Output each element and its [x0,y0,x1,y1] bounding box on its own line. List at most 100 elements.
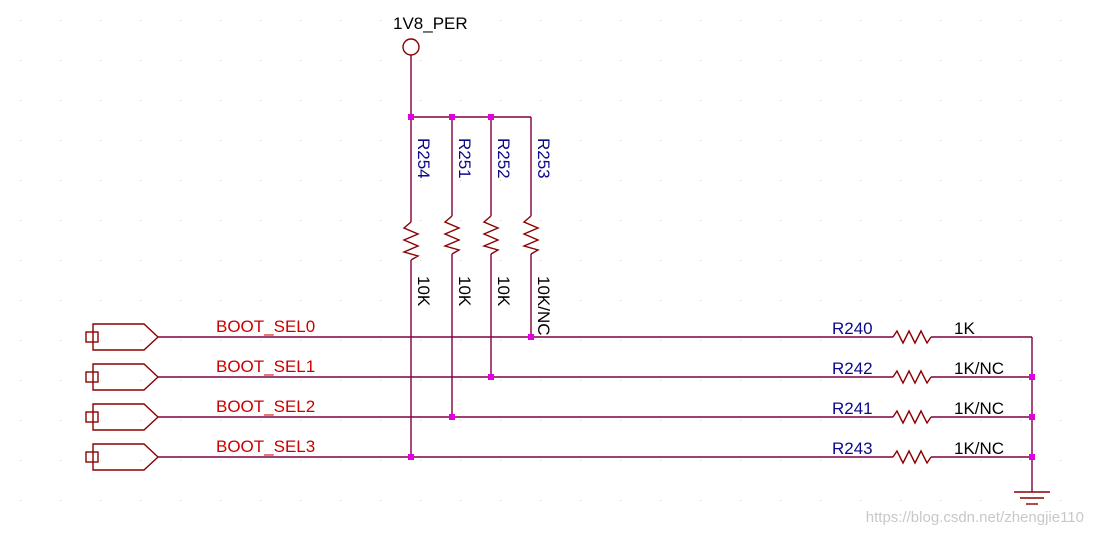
grid-dot [900,20,901,21]
grid-dot [340,340,341,341]
grid-dot [180,420,181,421]
r243-ref: R243 [832,439,873,458]
grid-dot [380,420,381,421]
pullup-resistor-r253[interactable]: R253 10K/NC [521,117,553,337]
grid-dot [300,100,301,101]
grid-dot [220,180,221,181]
grid-dot [180,20,181,21]
grid-dot [180,340,181,341]
grid-dot [940,100,941,101]
grid-dot [540,60,541,61]
grid-dot [940,300,941,301]
grid-dot [700,300,701,301]
grid-dot [380,100,381,101]
grid-dot [900,180,901,181]
offpage-connector-sel1 [92,363,160,391]
grid-dot [340,180,341,181]
grid-dot [340,420,341,421]
grid-dot [900,300,901,301]
grid-dot [620,500,621,501]
pullup-resistor-r254[interactable]: R254 10K [401,117,433,457]
junction-dot [1029,374,1035,380]
grid-dot [460,500,461,501]
grid-dot [620,420,621,421]
boot-sel2-net[interactable]: BOOT_SEL2 R241 1K/NC [85,397,1032,431]
grid-dot [380,460,381,461]
grid-dot [860,60,861,61]
grid-dot [380,500,381,501]
grid-dot [580,180,581,181]
boot-sel0-net[interactable]: BOOT_SEL0 R240 1K [85,317,1032,351]
grid-dot [260,300,261,301]
grid-dot [1020,500,1021,501]
junction-dot [408,454,414,460]
grid-dot [780,100,781,101]
grid-dot [980,340,981,341]
grid-dot [900,140,901,141]
grid-dot [420,460,421,461]
watermark: https://blog.csdn.net/zhengjie110 [866,509,1084,526]
grid-dot [620,460,621,461]
pullup-resistor-r252[interactable]: R252 10K [481,117,513,377]
grid-dot [260,140,261,141]
grid-dot [860,140,861,141]
boot-sel3-net[interactable]: BOOT_SEL3 R243 1K/NC [85,437,1032,471]
grid-dot [180,180,181,181]
r254-value: 10K [414,276,433,307]
grid-dot [660,260,661,261]
grid-dot [380,380,381,381]
grid-dot [700,500,701,501]
power-symbol-1v8-per[interactable]: 1V8_PER [393,14,468,56]
connector-pin-sel1 [85,371,99,383]
grid-dot [780,20,781,21]
grid-dot [460,380,461,381]
grid-dot [860,100,861,101]
grid-dot [860,500,861,501]
grid-dot [220,380,221,381]
grid-dot [540,220,541,221]
grid-dot [500,60,501,61]
boot-sel1-net[interactable]: BOOT_SEL1 R242 1K/NC [85,357,1032,391]
grid-dot [380,140,381,141]
grid-dot [220,100,221,101]
ground-symbol[interactable] [1014,337,1050,505]
grid-dot [780,180,781,181]
grid-dot [940,20,941,21]
grid-dot [380,300,381,301]
grid-dot [300,220,301,221]
grid-dot [140,20,141,21]
grid-dot [260,60,261,61]
grid-dot [1060,260,1061,261]
grid-dot [580,340,581,341]
grid-dot [700,460,701,461]
grid-dot [180,260,181,261]
grid-dot [620,100,621,101]
grid-dot [380,20,381,21]
grid-dot [420,380,421,381]
grid-dot [660,60,661,61]
grid-dot [580,420,581,421]
grid-dot [1020,420,1021,421]
power-net-label: 1V8_PER [393,14,468,33]
grid-dot [700,180,701,181]
pullup-resistor-r251[interactable]: R251 10K [442,117,474,417]
grid-dot [380,60,381,61]
grid-dot [140,140,141,141]
grid-dot [820,180,821,181]
grid-dot [620,220,621,221]
grid-dot [340,380,341,381]
grid-dot [260,20,261,21]
offpage-connector-sel3 [92,443,160,471]
grid-dot [980,380,981,381]
grid-dot [340,100,341,101]
grid-dot [860,180,861,181]
grid-dot [420,140,421,141]
grid-dot [900,220,901,221]
grid-dot [1020,300,1021,301]
grid-dot [1060,500,1061,501]
grid-dot [380,220,381,221]
grid-dot [380,180,381,181]
grid-dot [20,220,21,221]
grid-dot [300,460,301,461]
grid-dot [980,220,981,221]
